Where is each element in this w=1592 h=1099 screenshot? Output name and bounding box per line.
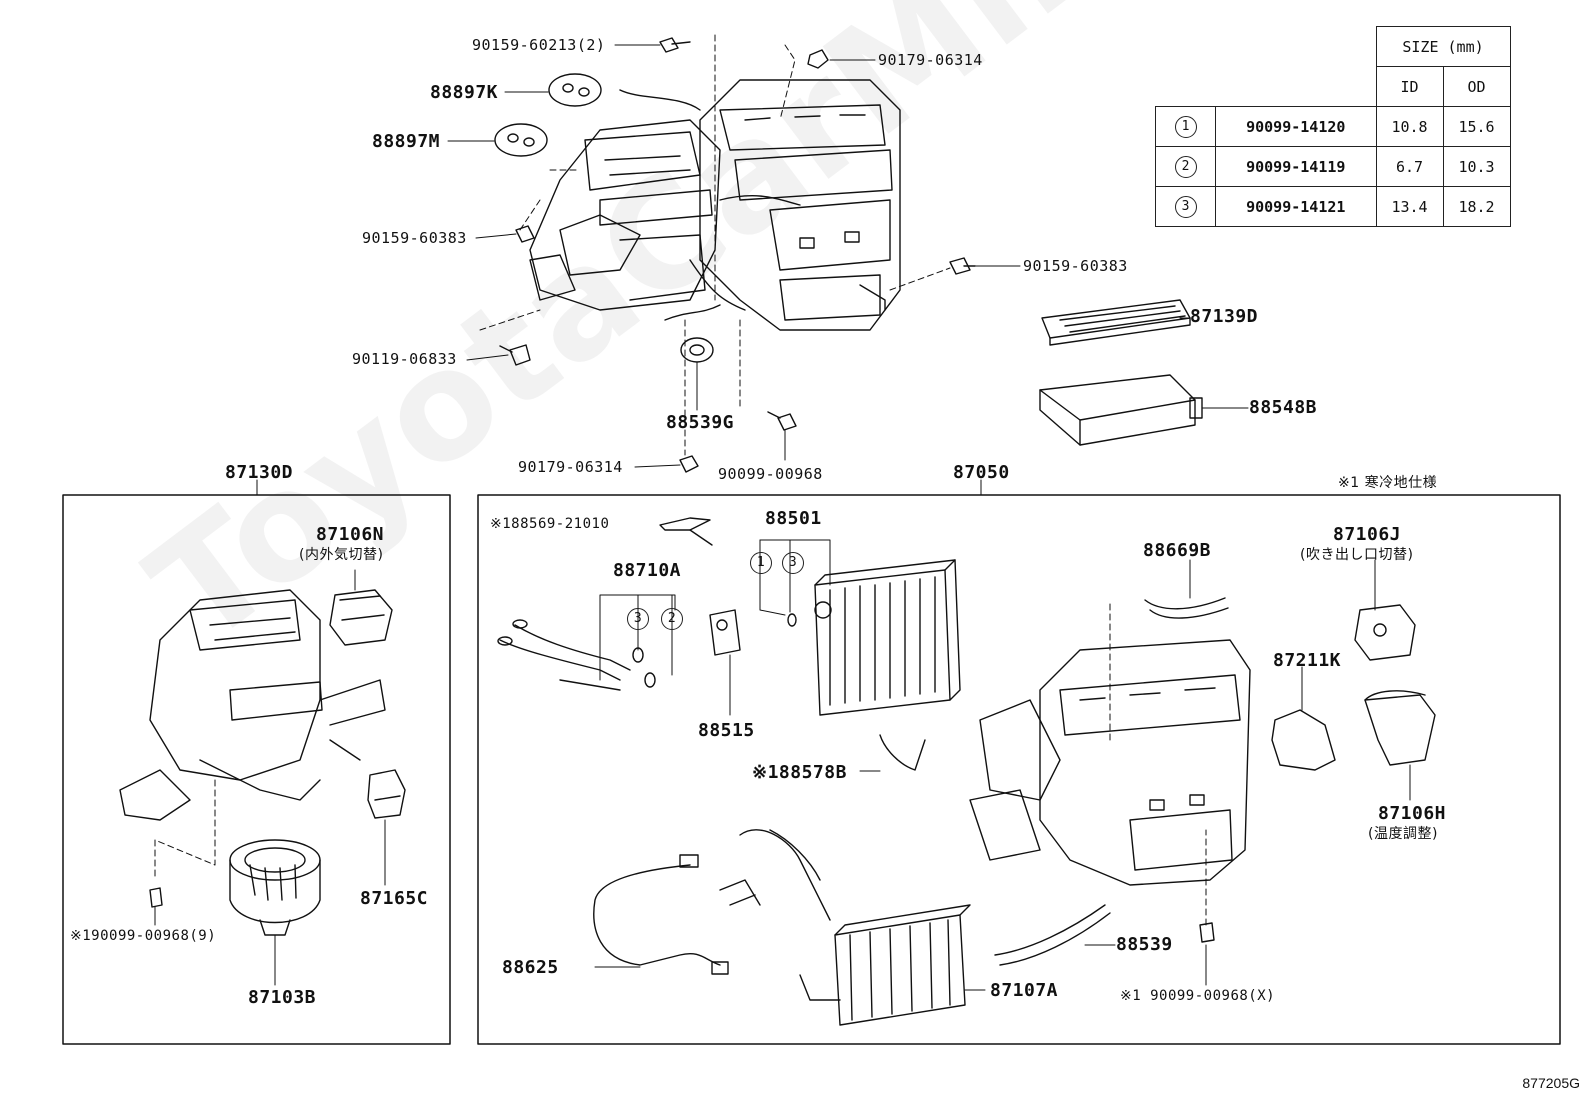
label-90179-06314-bottom[interactable]: 90179-06314 (518, 458, 623, 476)
leaders-right (594, 539, 1411, 991)
row-key: 2 (1174, 155, 1197, 178)
hose-88669B (1144, 597, 1229, 619)
callout-2-pipe: 2 (661, 608, 683, 630)
row-key: 1 (1174, 115, 1197, 138)
harness-88625 (593, 854, 729, 975)
resistor-87165C (367, 769, 406, 819)
callout-3-pipe: 3 (627, 608, 649, 630)
heater-core-87107A (719, 829, 971, 1026)
nut-90179-06314-bottom (679, 455, 699, 473)
screw-90159-60213 (659, 37, 691, 53)
evaporator-88501 (814, 559, 961, 716)
row-part: 90099-14119 (1215, 146, 1377, 187)
hose-88578B (879, 734, 926, 771)
label-90159-60213[interactable]: 90159-60213(2) (472, 36, 606, 54)
label-88539[interactable]: 88539 (1116, 934, 1173, 955)
label-87106N[interactable]: 87106N (316, 524, 385, 545)
label-90179-06314-top[interactable]: 90179-06314 (878, 51, 983, 69)
label-88625[interactable]: 88625 (502, 957, 559, 978)
screw-90119-06833 (499, 344, 531, 366)
hvac-unit-top (529, 79, 901, 331)
label-87106J-desc: (吹き出し口切替) (1300, 547, 1414, 563)
callout-1: 1 (750, 552, 772, 574)
expansion-valve-88515 (709, 609, 741, 656)
label-87165C[interactable]: 87165C (360, 888, 429, 909)
row-od: 18.2 (1442, 186, 1511, 227)
label-87106H-desc: (温度調整) (1368, 826, 1438, 842)
label-90119-06833[interactable]: 90119-06833 (352, 350, 457, 368)
filter-87139D (1041, 299, 1191, 346)
size-row: 3 90099-14121 13.4 18.2 (1155, 186, 1511, 227)
size-col-od: OD (1442, 66, 1511, 107)
label-90159-60383-left[interactable]: 90159-60383 (362, 229, 467, 247)
size-row: 2 90099-14119 6.7 10.3 (1155, 146, 1511, 187)
box-87130D (62, 494, 451, 1045)
blower-housing (119, 589, 386, 821)
label-90099-00968[interactable]: 90099-00968 (718, 465, 823, 483)
row-id: 10.8 (1375, 106, 1444, 147)
note-cold-climate: ※1 寒冷地仕様 (1338, 475, 1438, 491)
row-id: 6.7 (1375, 146, 1444, 187)
size-table: SIZE (mm) ID OD 1 90099-14120 10.8 15.6 … (1155, 26, 1511, 227)
sensor-88569-21010 (659, 517, 713, 546)
callout-3-evap: 3 (782, 552, 804, 574)
servo-87106N (329, 589, 393, 646)
grommet-88897M (494, 123, 548, 157)
servo-87106H (1364, 690, 1436, 766)
hose-88539 (994, 904, 1111, 966)
size-row: 1 90099-14120 10.8 15.6 (1155, 106, 1511, 147)
row-part: 90099-14121 (1215, 186, 1377, 227)
label-87139D[interactable]: 87139D (1190, 306, 1259, 327)
label-88539G[interactable]: 88539G (666, 412, 735, 433)
label-87107A[interactable]: 87107A (990, 980, 1059, 1001)
label-90099-00968-9[interactable]: ※190099-00968(9) (70, 928, 217, 944)
case-88548B (1039, 374, 1203, 446)
label-87106H[interactable]: 87106H (1378, 803, 1447, 824)
row-od: 15.6 (1442, 106, 1511, 147)
label-88897K[interactable]: 88897K (430, 82, 499, 103)
label-90099-00968-X[interactable]: ※1 90099-00968(X) (1120, 988, 1276, 1004)
label-88548B[interactable]: 88548B (1249, 397, 1318, 418)
label-88578B[interactable]: ※188578B (752, 762, 847, 783)
leaders-left (154, 569, 386, 986)
label-87050[interactable]: 87050 (953, 462, 1010, 483)
label-88897M[interactable]: 88897M (372, 131, 441, 152)
row-od: 10.3 (1442, 146, 1511, 187)
grommet-88539G (680, 337, 714, 363)
screw-90099-00968 (767, 411, 797, 431)
row-part: 90099-14120 (1215, 106, 1377, 147)
label-87130D[interactable]: 87130D (225, 462, 294, 483)
diagram-code: 877205G (1522, 1075, 1580, 1091)
label-88501[interactable]: 88501 (765, 508, 822, 529)
screw-90099-00968-9 (149, 887, 163, 908)
heater-case-87050 (969, 599, 1251, 886)
label-87211K[interactable]: 87211K (1273, 650, 1342, 671)
label-88569-21010[interactable]: ※188569-21010 (490, 516, 610, 532)
row-id: 13.4 (1375, 186, 1444, 227)
screw-90159-60383-right (949, 257, 976, 275)
row-key: 3 (1174, 195, 1197, 218)
servo-87106J (1354, 604, 1416, 661)
size-table-title: SIZE (mm) (1375, 26, 1511, 67)
screw-90099-00968-X (1199, 922, 1215, 943)
size-col-id: ID (1375, 66, 1444, 107)
box-87050 (477, 494, 1561, 1045)
duct-87211K (1271, 709, 1336, 771)
leaders-top (447, 34, 1249, 468)
blower-motor-87103B (229, 839, 321, 936)
screw-90159-60383-left (515, 225, 535, 243)
label-88710A[interactable]: 88710A (613, 560, 682, 581)
label-87106N-desc: (内外気切替) (299, 547, 384, 563)
label-88515[interactable]: 88515 (698, 720, 755, 741)
grommet-88897K (548, 73, 602, 107)
pipes-88710A (497, 619, 631, 691)
label-90159-60383-right[interactable]: 90159-60383 (1023, 257, 1128, 275)
label-87103B[interactable]: 87103B (248, 987, 317, 1008)
nut-90179-06314-top (807, 49, 829, 69)
label-88669B[interactable]: 88669B (1143, 540, 1212, 561)
label-87106J[interactable]: 87106J (1333, 524, 1402, 545)
